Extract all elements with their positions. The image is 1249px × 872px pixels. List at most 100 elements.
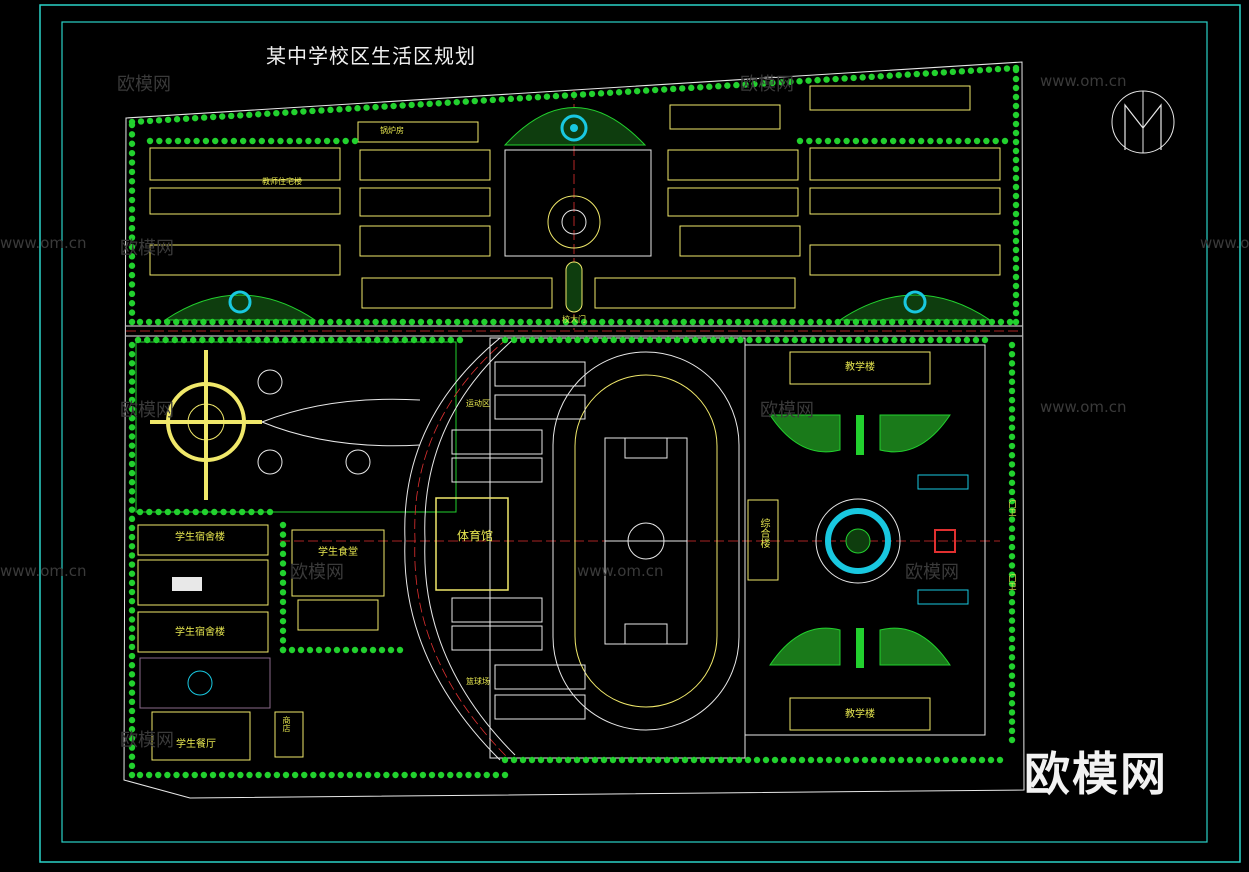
tree: [200, 318, 207, 326]
tree: [510, 336, 518, 344]
tree: [1012, 66, 1020, 74]
tree: [263, 336, 270, 344]
basketball-courts: [451, 361, 586, 720]
tree: [707, 318, 715, 326]
tree: [383, 336, 390, 344]
tree: [182, 318, 189, 326]
tree: [128, 433, 136, 440]
tree: [906, 756, 914, 764]
tree: [725, 318, 733, 326]
tree: [202, 137, 210, 145]
tree: [719, 336, 726, 344]
tree: [827, 336, 835, 344]
tree: [1008, 626, 1016, 633]
tree: [191, 771, 198, 779]
inner-frame: [61, 21, 1208, 843]
tree: [618, 756, 626, 764]
tree: [228, 112, 235, 120]
tree: [174, 137, 182, 145]
curved-road-inner: [424, 337, 516, 756]
tree: [733, 81, 740, 89]
tree: [501, 756, 509, 764]
southwest-blocks: [137, 524, 385, 761]
tree: [988, 318, 996, 326]
tree: [128, 689, 136, 696]
tree: [465, 771, 472, 779]
tree: [128, 442, 136, 449]
residential-block: [809, 187, 1001, 215]
tree: [1008, 424, 1016, 431]
tree: [428, 771, 436, 779]
teaching-building-south-label: 教学楼: [845, 709, 875, 720]
tree: [180, 336, 188, 344]
tree: [755, 336, 762, 344]
tree: [992, 137, 999, 145]
tree: [1012, 219, 1020, 227]
tree: [952, 318, 959, 326]
tree: [780, 756, 788, 764]
tree: [164, 771, 171, 779]
tree: [671, 318, 678, 326]
tree: [191, 318, 198, 326]
teaching-building-north-label: 教学楼: [845, 362, 875, 373]
tree: [1001, 137, 1009, 145]
tree: [972, 336, 980, 344]
court: [494, 694, 586, 720]
tree: [1008, 497, 1016, 505]
tree: [915, 756, 923, 764]
tree: [199, 336, 206, 344]
north-arrow: [1111, 90, 1175, 154]
tree: [155, 771, 162, 779]
tree: [760, 80, 767, 87]
tree: [212, 137, 219, 145]
tree: [351, 646, 359, 654]
tree: [1008, 341, 1016, 349]
tree: [753, 318, 760, 326]
tree: [273, 109, 280, 117]
tree: [635, 318, 642, 326]
tree: [861, 756, 869, 764]
tree: [183, 508, 190, 516]
tree: [1008, 700, 1016, 707]
tree: [1008, 360, 1016, 367]
tree: [1008, 516, 1016, 523]
tree: [472, 318, 479, 326]
tree: [279, 569, 287, 577]
tree: [627, 756, 635, 764]
tree: [900, 336, 907, 344]
tree: [279, 608, 287, 615]
tree: [1008, 727, 1016, 735]
tree: [383, 771, 390, 779]
tree: [128, 698, 136, 706]
tree: [410, 336, 418, 344]
tree: [544, 318, 552, 326]
tree: [208, 336, 215, 344]
gym-building: [435, 497, 509, 591]
tree: [351, 137, 359, 145]
tree: [746, 336, 753, 344]
tree: [917, 137, 925, 145]
tree: [337, 771, 344, 779]
tree: [499, 318, 506, 326]
tree: [735, 756, 743, 764]
tree: [480, 97, 487, 104]
tree: [128, 451, 136, 458]
tree: [690, 756, 698, 764]
tree: [924, 756, 932, 764]
tree: [715, 82, 722, 90]
tree: [236, 336, 243, 344]
north-plaza: [503, 107, 652, 313]
tree: [429, 336, 436, 344]
tree: [291, 771, 299, 779]
tree: [128, 762, 136, 770]
tree: [913, 70, 920, 78]
tree: [528, 336, 536, 344]
tree: [301, 771, 308, 779]
tree: [354, 318, 361, 326]
tree: [408, 101, 415, 109]
tree: [190, 336, 197, 344]
tree: [628, 336, 635, 344]
tree: [762, 318, 769, 326]
tree: [346, 771, 354, 779]
